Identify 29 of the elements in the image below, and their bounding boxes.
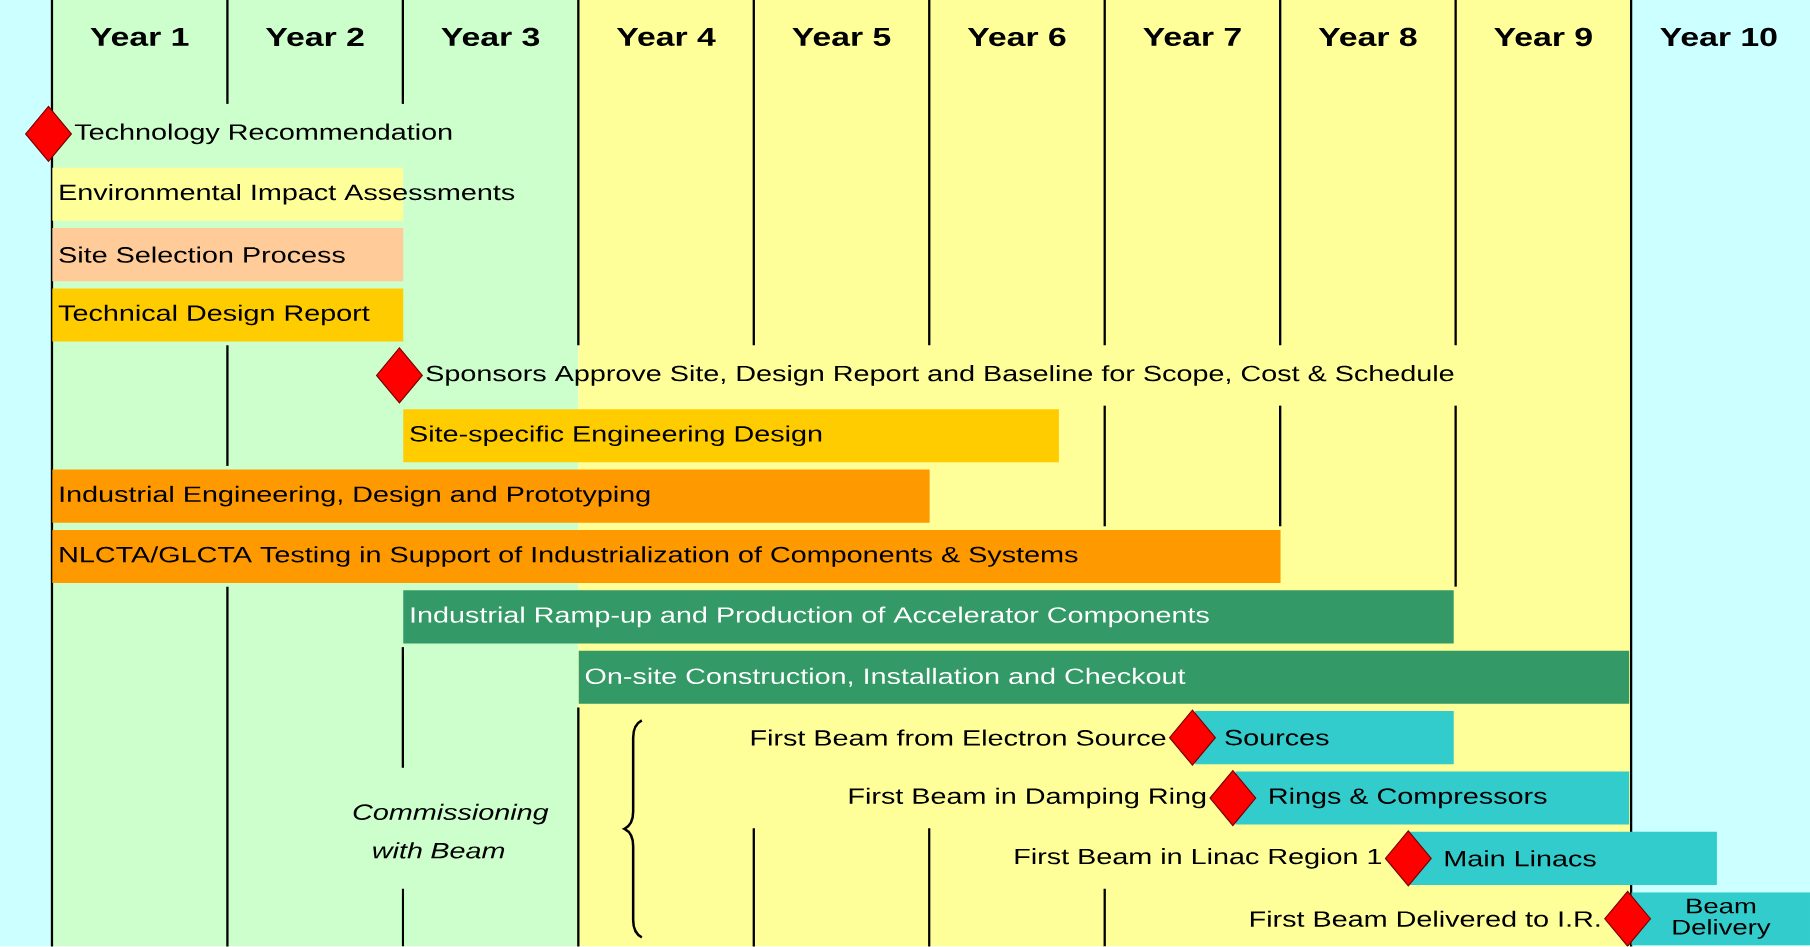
- year-heading: Year 9: [1494, 27, 1592, 47]
- year-heading: Year 8: [1318, 27, 1417, 47]
- milestone-label: Sponsors Approve Site, Design Report and Baseline for Scope, Cost & Schedule: [426, 365, 1454, 386]
- task-bar: NLCTA/GLCTA Testing in Support of Industrialization of Components & Systems: [52, 530, 1281, 584]
- milestone-label: First Beam from Electron Source: [751, 729, 1166, 746]
- year-heading: Year 6: [967, 27, 1066, 47]
- task-bar: Sources: [1195, 711, 1454, 765]
- year-heading: Year 2: [265, 27, 364, 47]
- task-bar: Technical Design Report: [52, 288, 404, 342]
- task-bar: Site-specific Engineering Design: [403, 409, 1059, 463]
- task-bar: Main Linacs: [1408, 832, 1717, 886]
- milestone-label: First Beam in Linac Region 1: [1015, 848, 1382, 869]
- task-bar: Site Selection Process: [52, 228, 404, 282]
- year-heading: Year 10: [1660, 27, 1777, 47]
- year-heading: Year 3: [441, 27, 540, 47]
- task-bar: Industrial Ramp-up and Production of Accelerator Components: [403, 590, 1454, 644]
- task-bar: Beam Delivery: [1631, 892, 1810, 946]
- phase-label: Commissioning with Beam: [353, 804, 549, 859]
- year-heading: Year 4: [616, 28, 716, 47]
- task-bar: Industrial Engineering, Design and Prototyping: [52, 469, 930, 523]
- year-heading: Year 7: [1143, 28, 1241, 47]
- year-heading: Year 5: [792, 28, 891, 47]
- task-bar: Rings & Compressors: [1235, 771, 1630, 825]
- milestone-label: Technology Recommendation: [74, 123, 452, 145]
- milestone-label: First Beam in Damping Ring: [849, 787, 1206, 809]
- task-bar: Environmental Impact Assessments: [52, 167, 515, 222]
- milestone-label: First Beam Delivered to I.R.: [1251, 910, 1600, 928]
- year-heading: Year 1: [90, 28, 189, 47]
- task-bar: On-site Construction, Installation and Checkout: [578, 650, 1630, 705]
